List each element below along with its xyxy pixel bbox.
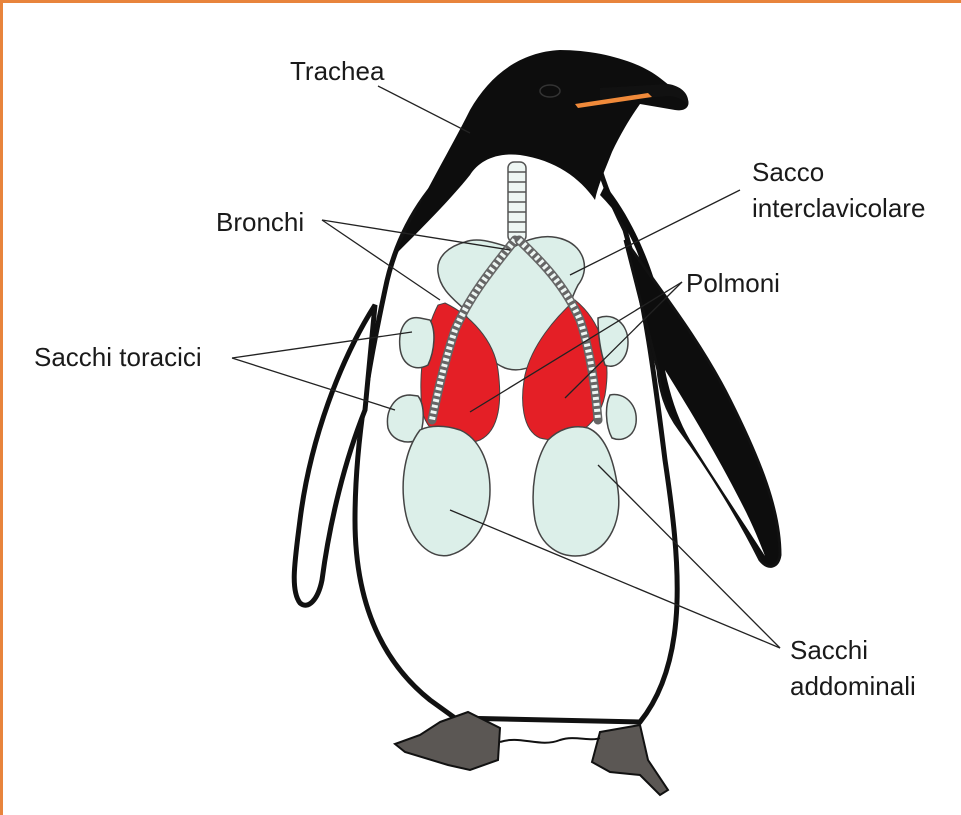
label-sacchi-addominali-line1: Sacchi (790, 635, 868, 665)
left-foot (395, 712, 500, 770)
label-bronchi: Bronchi (216, 207, 304, 237)
right-foot (592, 725, 668, 795)
feet-connector (500, 738, 600, 743)
trachea (508, 162, 526, 242)
label-sacchi-toracici: Sacchi toracici (34, 342, 202, 372)
thoracic-air-sac-left-upper (400, 318, 434, 368)
abdominal-air-sac-right (533, 427, 619, 556)
label-trachea: Trachea (290, 56, 384, 86)
label-sacchi-addominali-line2: addominali (790, 671, 916, 701)
label-sacco-interclavicolare-line2: interclavicolare (752, 193, 925, 223)
label-sacco-interclavicolare-line1: Sacco (752, 157, 824, 187)
label-polmoni: Polmoni (686, 268, 780, 298)
